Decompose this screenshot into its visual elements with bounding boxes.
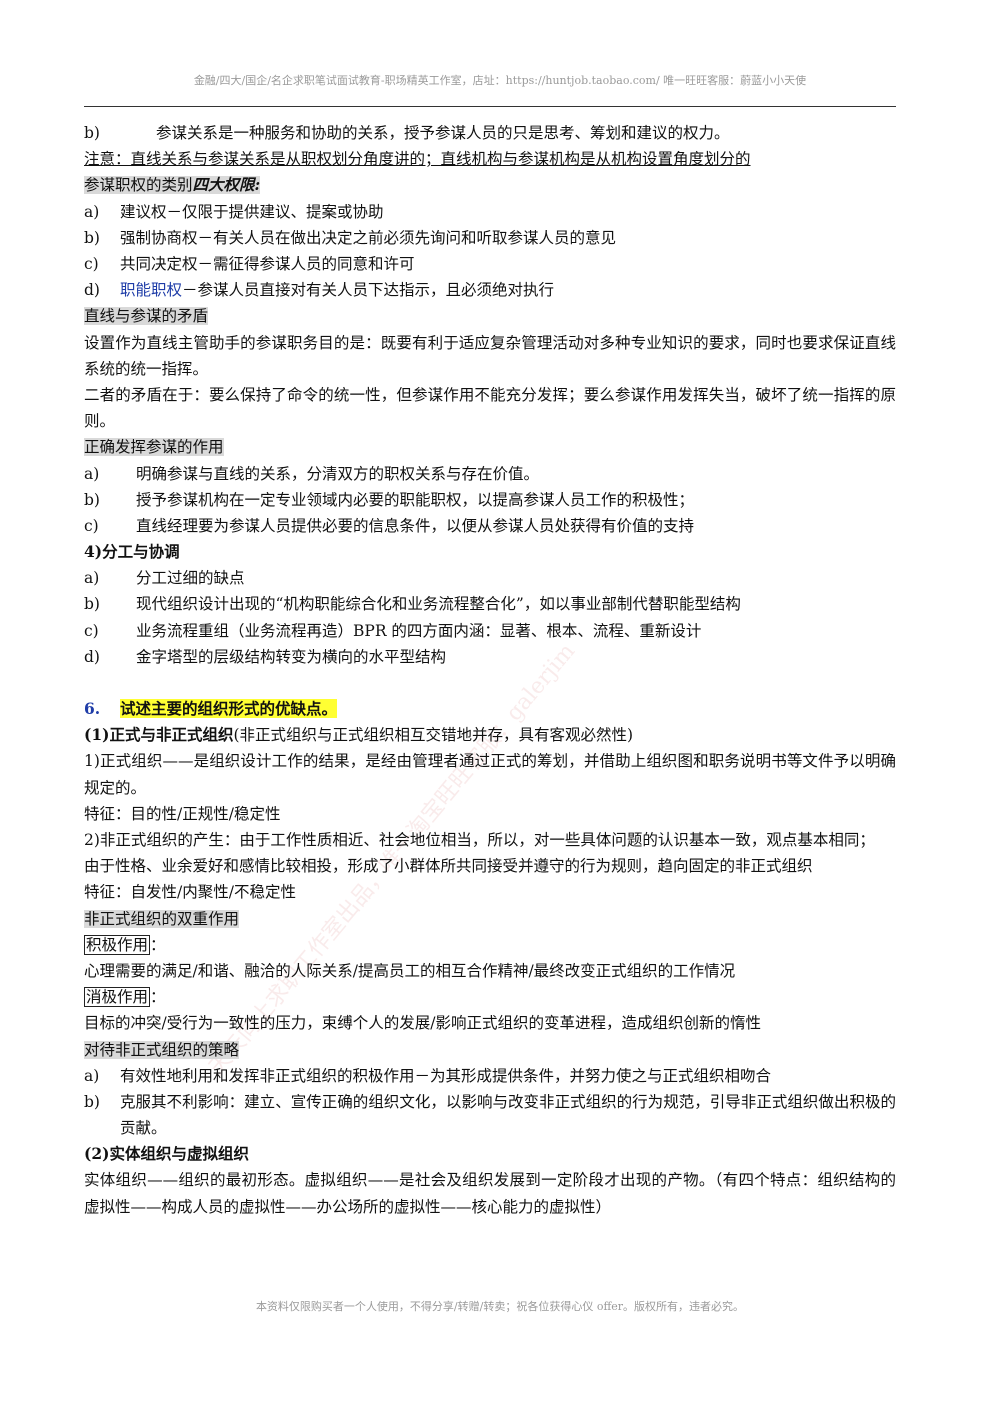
list-item: c)业务流程重组（业务流程再造）BPR 的四方面内涵：显著、根本、流程、重新设计 bbox=[84, 621, 702, 640]
list-item: a)明确参谋与直线的关系，分清双方的职权关系与存在价值。 bbox=[84, 464, 540, 483]
paragraph: 二者的矛盾在于：要么保持了命令的统一性，但参谋作用不能充分发挥；要么参谋作用发挥… bbox=[84, 385, 896, 431]
positive-label-line: 积极作用： bbox=[84, 934, 166, 955]
positive-label: 积极作用 bbox=[84, 934, 151, 955]
list-item: a)建议权－仅限于提供建议、提案或协助 bbox=[84, 202, 384, 221]
list-item: a)分工过细的缺点 bbox=[84, 569, 245, 588]
paragraph: 1)正式组织——是组织设计工作的结果，是经由管理者通过正式的筹划，并借助上组织图… bbox=[84, 752, 896, 797]
list-item: d) 职能职权－参谋人员直接对有关人员下达指示，且必须绝对执行 bbox=[84, 277, 896, 303]
paragraph: 2)非正式组织的产生：由于工作性质相近、社会地位相当，所以，对一些具体问题的认识… bbox=[84, 830, 875, 849]
section-heading: 4)分工与协调 bbox=[84, 542, 180, 562]
subsection-heading: (2)实体组织与虚拟组织 bbox=[84, 1144, 249, 1164]
paragraph: 由于性格、业余爱好和感情比较相投，形成了小群体所共同接受并遵守的行为规则，趋向固… bbox=[84, 857, 813, 876]
list-item: d)金字塔型的层级结构转变为横向的水平型结构 bbox=[84, 647, 447, 666]
question-heading: 6.试述主要的组织形式的优缺点。 bbox=[84, 699, 338, 718]
spacer bbox=[84, 670, 896, 696]
section-heading: 正确发挥参谋的作用 bbox=[84, 438, 224, 457]
page-footer: 本资料仅限购买者一个人使用，不得分享/转赠/转卖；祝各位获得心仪 offer。版… bbox=[255, 1300, 745, 1313]
section-heading: 非正式组织的双重作用 bbox=[84, 909, 240, 928]
paragraph: 实体组织——组织的最初形态。虚拟组织——是社会及组织发展到一定阶段才出现的产物。… bbox=[84, 1171, 896, 1216]
section-heading: 直线与参谋的矛盾 bbox=[84, 307, 209, 326]
paragraph: 心理需要的满足/和谐、融洽的人际关系/提高员工的相互合作精神/最终改变正式组织的… bbox=[84, 961, 736, 980]
list-item: b)授予参谋机构在一定专业领域内必要的职能职权，以提高参谋人员工作的积极性； bbox=[84, 490, 695, 509]
feature-line: 特征：自发性/内聚性/不稳定性 bbox=[84, 883, 296, 902]
list-item: b)现代组织设计出现的“机构职能综合化和业务流程整合化”，如以事业部制代替职能型… bbox=[84, 595, 741, 614]
subsection-heading: (1)正式与非正式组织(非正式组织与正式组织相互交错地并存，具有客观必然性) bbox=[84, 725, 634, 745]
page-header: 金融/四大/国企/名企求职笔试面试教育-职场精英工作室，店址：https://h… bbox=[193, 74, 807, 87]
section-heading: 参谋职权的类别四大权限: bbox=[84, 175, 261, 195]
note-line: 注意：直线关系与参谋关系是从职权划分角度讲的；直线机构与参谋机构是从机构设置角度… bbox=[84, 150, 751, 169]
feature-line: 特征：目的性/正规性/稳定性 bbox=[84, 804, 281, 823]
header-rule bbox=[84, 106, 896, 107]
list-item: a)有效性地利用和发挥非正式组织的积极作用－为其形成提供条件，并努力使之与正式组… bbox=[84, 1066, 772, 1085]
section-heading: 对待非正式组织的策略 bbox=[84, 1040, 240, 1059]
paragraph: 目标的冲突/受行为一致性的压力，束缚个人的发展/影响正式组织的变革进程，造成组织… bbox=[84, 1014, 761, 1033]
functional-authority-link[interactable]: 职能职权 bbox=[120, 281, 183, 300]
list-item: b) 参谋关系是一种服务和协助的关系，授予参谋人员的只是思考、筹划和建议的权力。 bbox=[84, 124, 730, 142]
negative-label: 消极作用 bbox=[84, 987, 151, 1008]
document-body: b) 参谋关系是一种服务和协助的关系，授予参谋人员的只是思考、筹划和建议的权力。… bbox=[84, 120, 896, 1220]
negative-label-line: 消极作用： bbox=[84, 987, 166, 1008]
list-item: b)强制协商权－有关人员在做出决定之前必须先询问和听取参谋人员的意见 bbox=[84, 228, 617, 247]
list-item: b)克服其不利影响：建立、宣传正确的组织文化，以影响与改变非正式组织的行为规范，… bbox=[84, 1092, 896, 1138]
paragraph: 设置作为直线主管助手的参谋职务目的是：既要有利于适应复杂管理活动对多种专业知识的… bbox=[84, 333, 896, 378]
list-item: c)直线经理要为参谋人员提供必要的信息条件，以便从参谋人员处获得有价值的支持 bbox=[84, 516, 695, 535]
list-item: c)共同决定权－需征得参谋人员的同意和许可 bbox=[84, 254, 415, 273]
